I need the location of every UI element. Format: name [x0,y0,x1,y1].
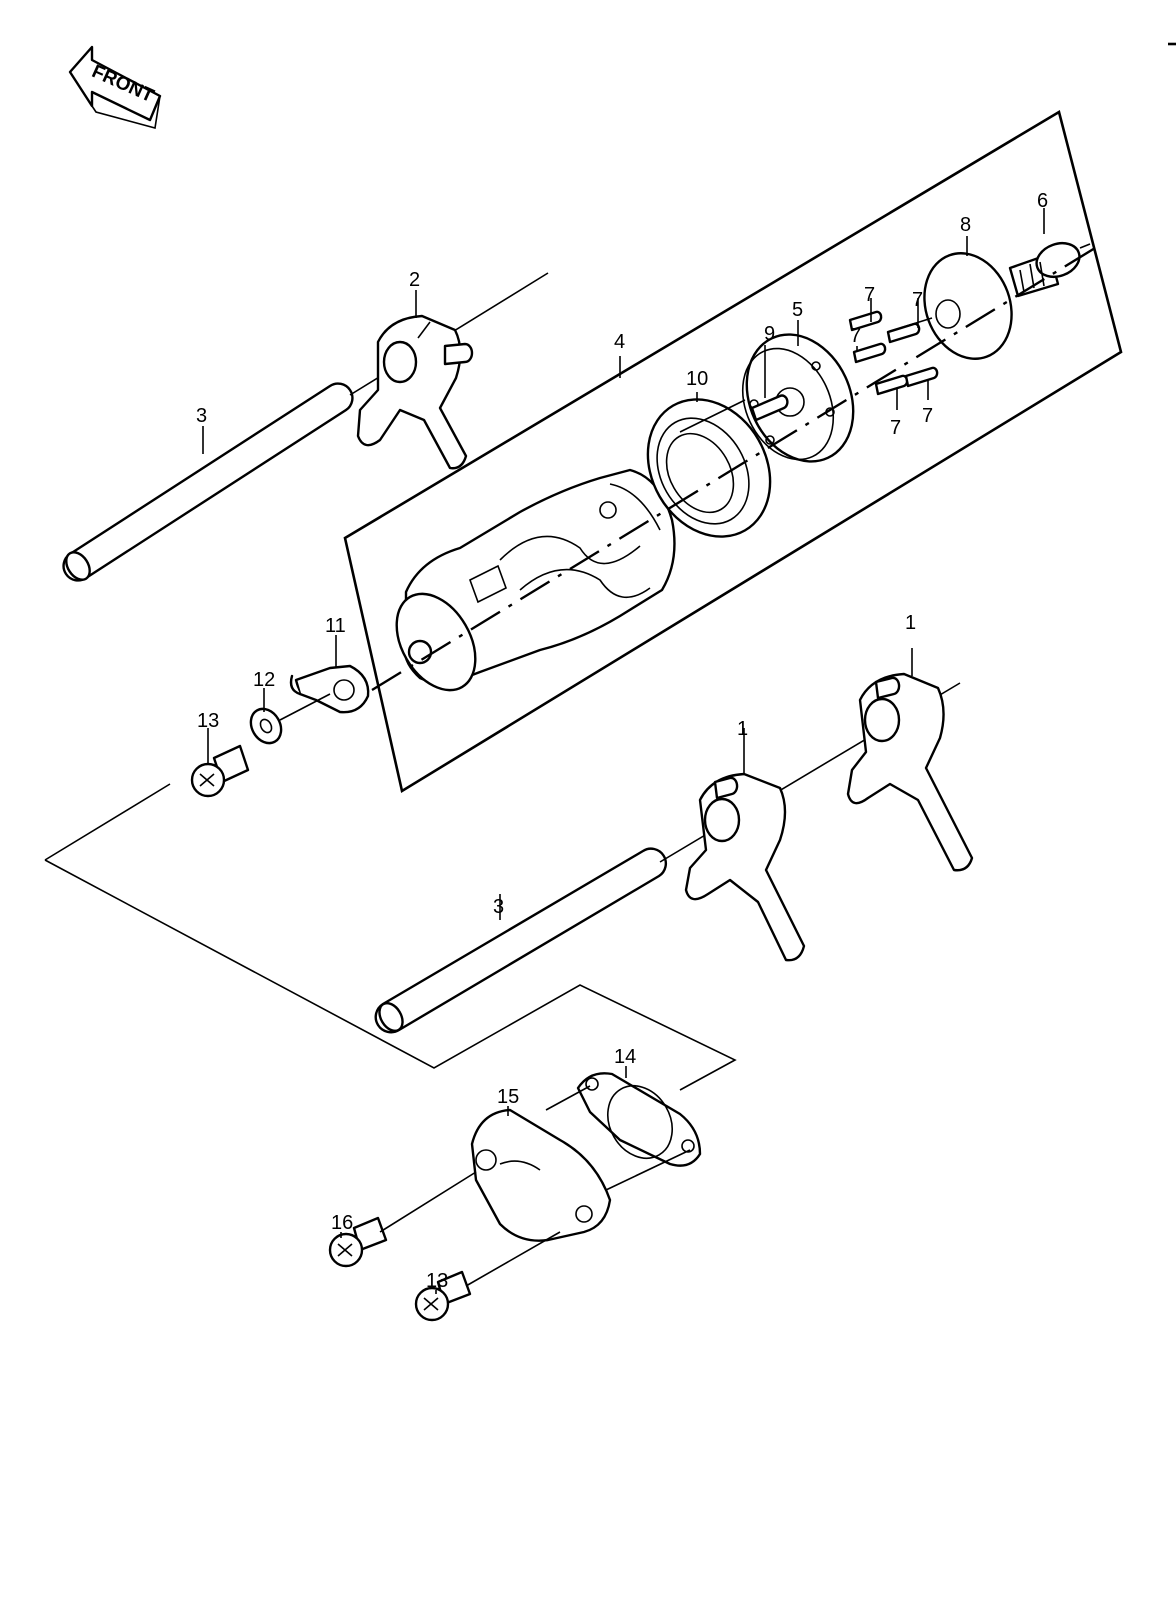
callout-7e: 7 [922,405,933,427]
callout-12: 12 [253,669,275,691]
pin-holder-plate [899,252,1013,360]
callout-5: 5 [792,299,803,321]
screw-upper [190,744,250,798]
cover-screw-16 [328,1216,388,1268]
callout-7c: 7 [912,289,923,311]
callout-7a: 7 [864,284,875,306]
callout-2: 2 [409,269,420,291]
callout-leaders [202,208,1045,1294]
screw16-line [379,1171,477,1233]
callout-3b: 3 [493,896,504,918]
cover-line-b [605,1149,691,1191]
guide-line-left-top [44,783,171,861]
callout-1a: 1 [905,612,916,634]
drum-assembly-frame [343,109,1123,794]
callout-9: 9 [764,323,775,345]
callout-14: 14 [614,1046,636,1068]
washer [249,707,283,745]
holder-screw [1008,241,1091,298]
callout-6: 6 [1037,190,1048,212]
cover-line-a [545,1085,591,1111]
callout-4: 4 [614,331,625,353]
cover-gasket [576,1072,702,1167]
callout-7b: 7 [850,325,861,347]
cam-pin [750,345,789,422]
cover-screw-13 [414,1270,472,1322]
callout-13a: 13 [197,710,219,732]
guide-line-outline [44,859,737,1091]
drum-axis-line [371,243,1101,692]
shift-pins [848,310,939,396]
callout-16: 16 [331,1212,353,1234]
shift-cover [470,1108,612,1242]
positioning-plate [289,664,370,714]
callout-3a: 3 [196,405,207,427]
callout-13b: 13 [426,1270,448,1292]
shift-fork-lower-a [684,772,806,962]
callout-8: 8 [960,214,971,236]
callout-11: 11 [325,615,346,637]
front-arrow-icon: FRONT [68,45,162,130]
shift-rod-upper [62,272,549,582]
callout-15: 15 [497,1086,519,1108]
callout-10: 10 [686,368,708,390]
screw13-line [465,1231,561,1287]
callout-1b: 1 [737,718,748,740]
callout-7d: 7 [890,417,901,439]
shift-fork-lower-b [846,672,974,872]
shift-drum [395,468,676,692]
shift-fork-upper [356,314,474,470]
